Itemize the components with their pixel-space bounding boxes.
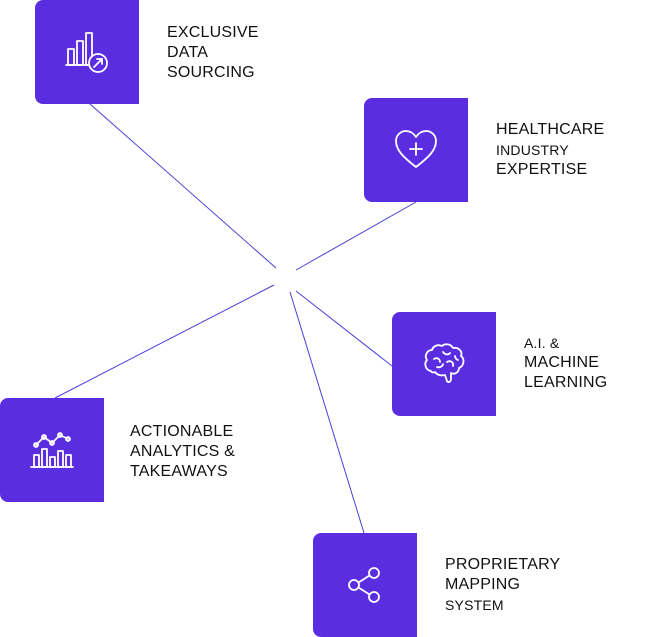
label-line: EXCLUSIVE xyxy=(167,24,259,41)
label-line: DATA xyxy=(167,44,209,61)
label-line: SYSTEM xyxy=(445,597,504,613)
label-line: MACHINE xyxy=(524,354,600,371)
label-line: HEALTHCARE xyxy=(496,121,605,138)
feature-tile-mapping xyxy=(313,533,417,637)
label-line: LEARNING xyxy=(524,374,608,391)
label-line: EXPERTISE xyxy=(496,161,588,178)
label-line: SOURCING xyxy=(167,64,255,81)
feature-tile-data-sourcing xyxy=(35,0,139,104)
feature-label-healthcare: HEALTHCARE INDUSTRY EXPERTISE xyxy=(496,120,604,180)
feature-label-mapping: PROPRIETARY MAPPING SYSTEM xyxy=(445,555,560,615)
connector-line xyxy=(295,290,393,367)
connector-line xyxy=(54,284,275,399)
connector-line xyxy=(289,291,365,534)
connector-line xyxy=(89,103,277,269)
share-network-icon xyxy=(348,567,380,603)
label-line: PROPRIETARY xyxy=(445,556,561,573)
label-line: TAKEAWAYS xyxy=(130,463,228,480)
label-line: INDUSTRY xyxy=(496,142,569,158)
label-line: A.I. & xyxy=(524,335,560,351)
label-line: ACTIONABLE xyxy=(130,423,234,440)
analytics-chart-icon xyxy=(30,432,74,468)
connector-line xyxy=(295,201,417,271)
feature-label-analytics: ACTIONABLE ANALYTICS & TAKEAWAYS xyxy=(130,422,235,482)
feature-label-ai: A.I. & MACHINE LEARNING xyxy=(524,333,607,393)
label-line: ANALYTICS & xyxy=(130,443,236,460)
label-line: MAPPING xyxy=(445,576,521,593)
feature-tile-healthcare xyxy=(364,98,468,202)
heart-plus-icon xyxy=(395,130,437,168)
feature-label-data-sourcing: EXCLUSIVE DATA SOURCING xyxy=(167,23,259,83)
feature-tile-ai xyxy=(392,312,496,416)
brain-icon xyxy=(424,343,465,383)
bar-chart-arrow-icon xyxy=(65,32,108,73)
feature-tile-analytics xyxy=(0,398,104,502)
